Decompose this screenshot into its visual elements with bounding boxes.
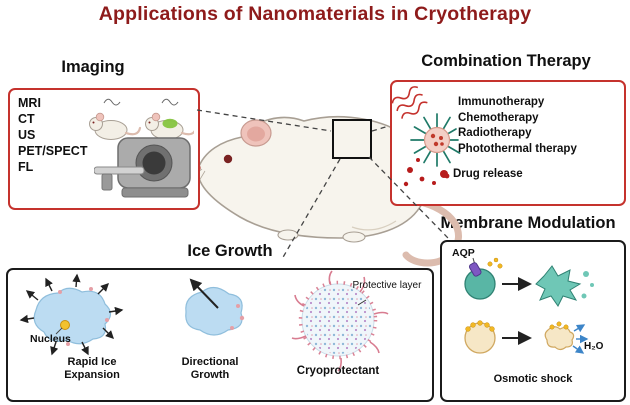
aqp-label: AQP [452, 247, 475, 259]
shrunken-cell [544, 326, 575, 351]
ice-edge-particles-1 [58, 287, 109, 346]
figure-title: Applications of Nanomaterials in Cryothe… [98, 3, 532, 25]
expansion-arrows [19, 273, 124, 356]
mouse-inner-ear [247, 126, 265, 142]
ice-edge-particles-2 [230, 304, 245, 330]
mouse-hind-paw [342, 231, 366, 243]
micelle-core [423, 126, 451, 154]
osmotic-shock-label: Osmotic shock [493, 373, 573, 385]
imaging-panel: MRI CT US PET/SPECT FL [8, 88, 200, 210]
mri-scanner-illustration [94, 137, 191, 198]
imaging-heading: Imaging [61, 58, 125, 76]
mouse-eye [223, 154, 233, 164]
ice-growth-heading: Ice Growth [187, 242, 273, 260]
membrane-illustration [464, 257, 594, 354]
directional-arrow [189, 278, 219, 309]
scanner-table [94, 166, 145, 175]
aqp-channel [468, 262, 482, 277]
rapid-ice-blob [33, 287, 112, 345]
imaging-item-petspect: PET/SPECT [18, 144, 88, 158]
nanoparticles-row1 [487, 257, 503, 269]
therapy-item-photothermal: Photothermal therapy [458, 142, 577, 155]
scanner-bore [142, 151, 166, 175]
imaging-modality-list: MRI CT US PET/SPECT FL [18, 95, 87, 175]
nucleus-dot [60, 320, 70, 330]
imaging-item-ct: CT [18, 112, 35, 126]
laser-waves [392, 86, 428, 119]
membrane-panel: AQP [440, 240, 626, 402]
nanoparticles-row2 [465, 320, 495, 332]
cryoprotectant-label: Cryoprotectant [296, 365, 380, 377]
combination-panel: Immunotherapy Chemotherapy Radiotherapy … [390, 80, 626, 206]
protective-layer-ring [298, 280, 378, 360]
water-efflux-arrows [572, 324, 589, 354]
imaging-item-us: US [18, 128, 36, 142]
ice-growth-panel: Nucleus Rapid Ice Expansion Directional … [6, 268, 434, 402]
micelle-core-drugs [430, 133, 444, 147]
nucleus-label: Nucleus [30, 333, 71, 345]
h2o-label: H₂O [584, 341, 604, 352]
therapy-item-radiotherapy: Radiotherapy [458, 127, 532, 139]
imaging-item-fl: FL [18, 160, 34, 174]
drug-dot-icon [440, 170, 448, 178]
ice-growth-illustrations [19, 270, 389, 372]
cryoprotectant-speckles [304, 286, 372, 354]
protective-branches [291, 270, 389, 372]
mouse-front-paw [277, 229, 299, 241]
ruptured-cell [535, 265, 582, 307]
rapid-ice-expansion-label: Rapid Ice Expansion [64, 356, 120, 381]
imaging-mouse-left [89, 98, 142, 140]
therapy-item-chemotherapy: Chemotherapy [458, 111, 539, 124]
imaging-mouse-right [145, 98, 194, 140]
membrane-heading: Membrane Modulation [440, 214, 616, 232]
fluorescence-patch [162, 118, 178, 129]
therapy-list: Immunotherapy Chemotherapy Radiotherapy … [458, 95, 577, 157]
imaging-item-mri: MRI [18, 96, 41, 110]
therapy-item-immunotherapy: Immunotherapy [458, 96, 545, 108]
drug-release-label: Drug release [453, 168, 523, 180]
small-mice-illustration [89, 98, 194, 140]
protective-layer-label: Protective layer [352, 280, 422, 291]
drug-release-row: Drug release [440, 168, 523, 180]
target-square [332, 119, 372, 159]
combination-heading: Combination Therapy [421, 52, 591, 70]
directional-growth-label: Directional Growth [181, 356, 239, 381]
